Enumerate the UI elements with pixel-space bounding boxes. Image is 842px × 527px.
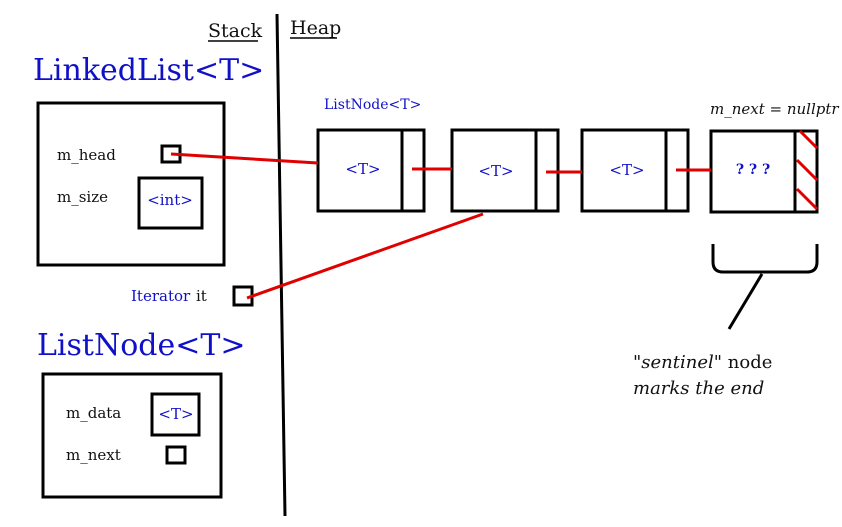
heap-header: Heap [290,17,341,39]
int-type-label: <int> [147,191,193,209]
heap-node-3 [580,128,690,213]
linked-list-title: LinkedList<T> [33,53,264,88]
null-hatch-3 [795,187,819,211]
list-node-title: ListNode<T> [37,328,246,363]
m-next-label: m_next [66,446,121,464]
stack-header: Stack [208,20,263,42]
sentinel-note-quote-open: " [633,352,641,373]
sentinel-note-word: sentinel [641,352,714,373]
sentinel-node-data: ? ? ? [736,162,770,178]
head-pointer-arrow [170,152,319,165]
heap-node-2 [450,128,560,213]
null-hatch-2 [795,158,819,182]
m-size-box [137,176,204,230]
m-next-pointer-slot [165,445,187,465]
sentinel-brace-pointer [727,273,764,330]
null-hatch-1 [798,129,819,150]
sentinel-note-rest: " node [714,352,773,373]
m-data-box [150,392,201,437]
heap-node-1-data: <T> [345,160,380,178]
heap-node-2-data: <T> [478,162,513,180]
sentinel-brace [711,244,819,274]
data-type-label: <T> [158,405,193,423]
list-node-heap-label: ListNode<T> [324,97,421,113]
nullptr-note: m_next = nullptr [710,100,839,118]
m-head-label: m_head [57,146,116,164]
iterator-pointer-arrow [246,212,484,300]
m-data-label: m_data [66,404,121,422]
heap-node-3-data: <T> [609,161,644,179]
sentinel-note-line-1: "sentinel" node [633,352,772,373]
iterator-word: Iterator [131,287,191,305]
iterator-var: it [196,287,207,305]
stack-heap-divider [275,13,287,517]
sentinel-note-line-2: marks the end [633,378,764,399]
m-size-label: m_size [57,188,108,206]
